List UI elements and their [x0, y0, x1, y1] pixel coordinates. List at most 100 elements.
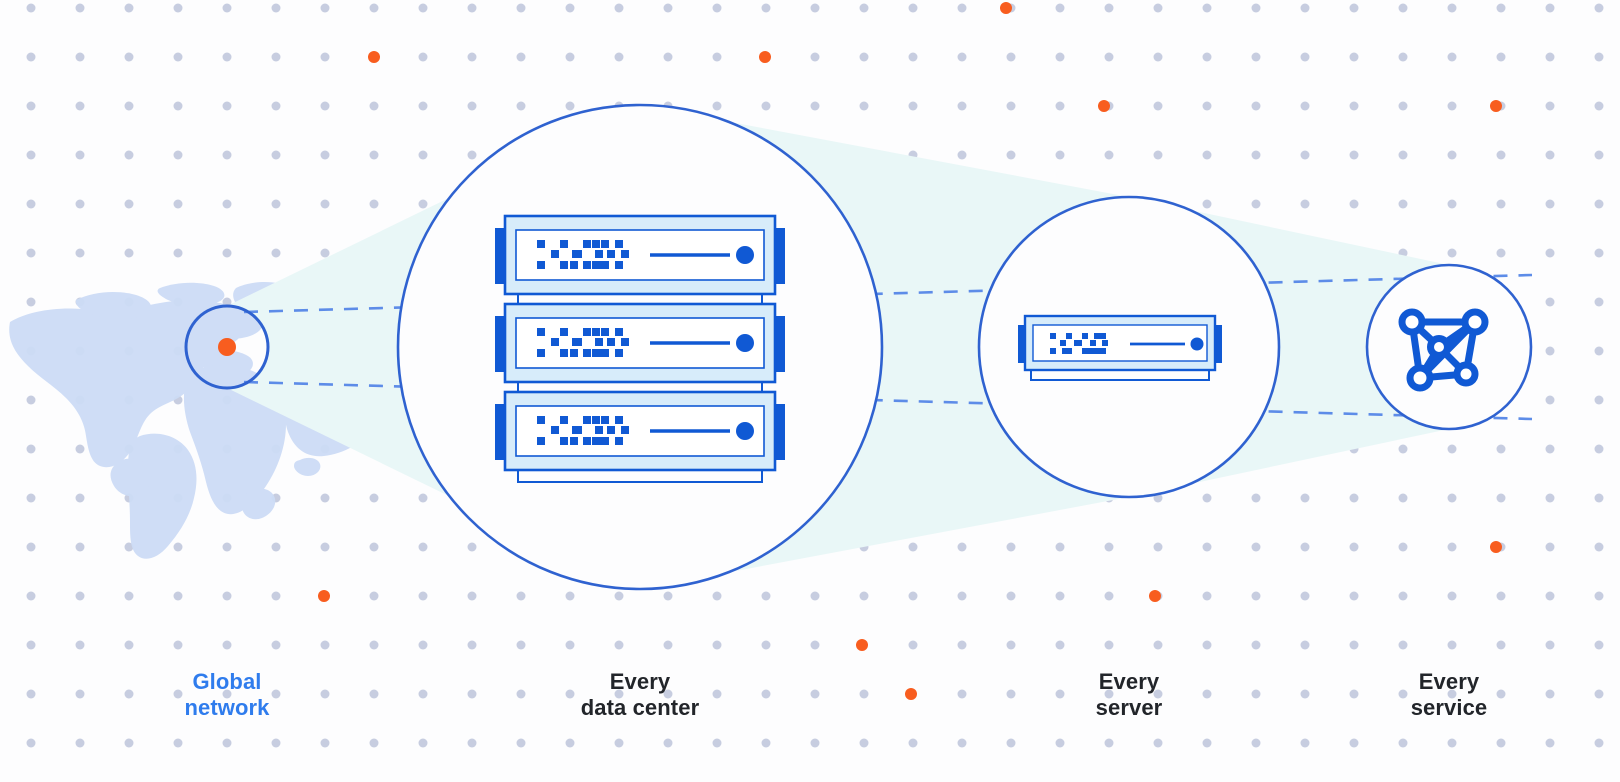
grid-dot [1447, 689, 1457, 699]
grid-dot [173, 689, 183, 699]
grid-dot [222, 150, 232, 160]
grid-dot [761, 689, 771, 699]
server-rack-unit-2 [495, 302, 785, 384]
grid-dot [1594, 248, 1604, 258]
grid-dot [1594, 640, 1604, 650]
server-led-dots-1 [537, 240, 629, 269]
grid-dot [908, 738, 918, 748]
grid-dot [75, 248, 85, 258]
grid-dot [908, 101, 918, 111]
grid-dot [369, 738, 379, 748]
grid-dot [418, 199, 428, 209]
grid-dot [1398, 493, 1408, 503]
grid-dot [1153, 640, 1163, 650]
grid-dot [516, 640, 526, 650]
grid-dot [369, 591, 379, 601]
grid-dot [173, 542, 183, 552]
grid-dot [1447, 52, 1457, 62]
grid-dot [124, 248, 134, 258]
grid-dot [1447, 444, 1457, 454]
grid-dot [1545, 150, 1555, 160]
grid-dot [810, 738, 820, 748]
grid-dot [124, 640, 134, 650]
network-node-bottom-left [1406, 364, 1434, 392]
grid-dot [712, 101, 722, 111]
grid-dot [1398, 640, 1408, 650]
grid-dot [369, 640, 379, 650]
grid-dot [761, 738, 771, 748]
grid-dot [26, 738, 36, 748]
grid-dot [1104, 689, 1114, 699]
grid-dot [467, 689, 477, 699]
grid-dot [1545, 493, 1555, 503]
grid-dot [1202, 493, 1212, 503]
grid-dot [565, 689, 575, 699]
grid-dot [1545, 444, 1555, 454]
grid-dot [26, 444, 36, 454]
highlight-dot [1490, 100, 1502, 112]
grid-dot [957, 689, 967, 699]
grid-dot [271, 640, 281, 650]
grid-dot [1104, 640, 1114, 650]
grid-dot [1251, 738, 1261, 748]
grid-dot [761, 3, 771, 13]
grid-dot [75, 444, 85, 454]
grid-dot [467, 591, 477, 601]
grid-dot [663, 738, 673, 748]
grid-dot [1300, 591, 1310, 601]
grid-dot [173, 738, 183, 748]
grid-dot [1153, 3, 1163, 13]
network-node-center [1427, 335, 1451, 359]
grid-dot [1447, 199, 1457, 209]
grid-dot [1202, 52, 1212, 62]
grid-dot [1496, 248, 1506, 258]
grid-dot [1006, 738, 1016, 748]
network-node-top-left [1398, 308, 1426, 336]
grid-dot [26, 493, 36, 503]
grid-dot [369, 101, 379, 111]
grid-dot [418, 542, 428, 552]
grid-dot [1594, 150, 1604, 160]
grid-dot [957, 738, 967, 748]
grid-dot [1349, 101, 1359, 111]
grid-dot [1251, 640, 1261, 650]
grid-dot [418, 738, 428, 748]
highlight-dot [759, 51, 771, 63]
grid-dot [271, 689, 281, 699]
grid-dot [271, 591, 281, 601]
network-node-bottom-right [1453, 361, 1479, 387]
grid-dot [1202, 542, 1212, 552]
grid-dot [1398, 199, 1408, 209]
grid-dot [1055, 689, 1065, 699]
grid-dot [516, 3, 526, 13]
grid-dot [124, 199, 134, 209]
grid-dot [1447, 738, 1457, 748]
grid-dot [26, 101, 36, 111]
grid-dot [1496, 150, 1506, 160]
grid-dot [1349, 3, 1359, 13]
grid-dot [1055, 52, 1065, 62]
grid-dot [1545, 52, 1555, 62]
grid-dot [173, 3, 183, 13]
grid-dot [75, 542, 85, 552]
grid-dot [222, 3, 232, 13]
grid-dot [467, 640, 477, 650]
grid-dot [1496, 689, 1506, 699]
grid-dot [1594, 346, 1604, 356]
grid-dot [467, 738, 477, 748]
grid-dot [467, 101, 477, 111]
grid-dot [1349, 150, 1359, 160]
grid-dot [26, 640, 36, 650]
grid-dot [369, 199, 379, 209]
grid-dot [320, 101, 330, 111]
grid-dot [516, 52, 526, 62]
grid-dot [173, 199, 183, 209]
grid-dot [1104, 591, 1114, 601]
grid-dot [1545, 542, 1555, 552]
grid-dot [1496, 591, 1506, 601]
network-node-top-right [1461, 308, 1489, 336]
grid-dot [124, 150, 134, 160]
grid-dot [1447, 248, 1457, 258]
grid-dot [1104, 542, 1114, 552]
